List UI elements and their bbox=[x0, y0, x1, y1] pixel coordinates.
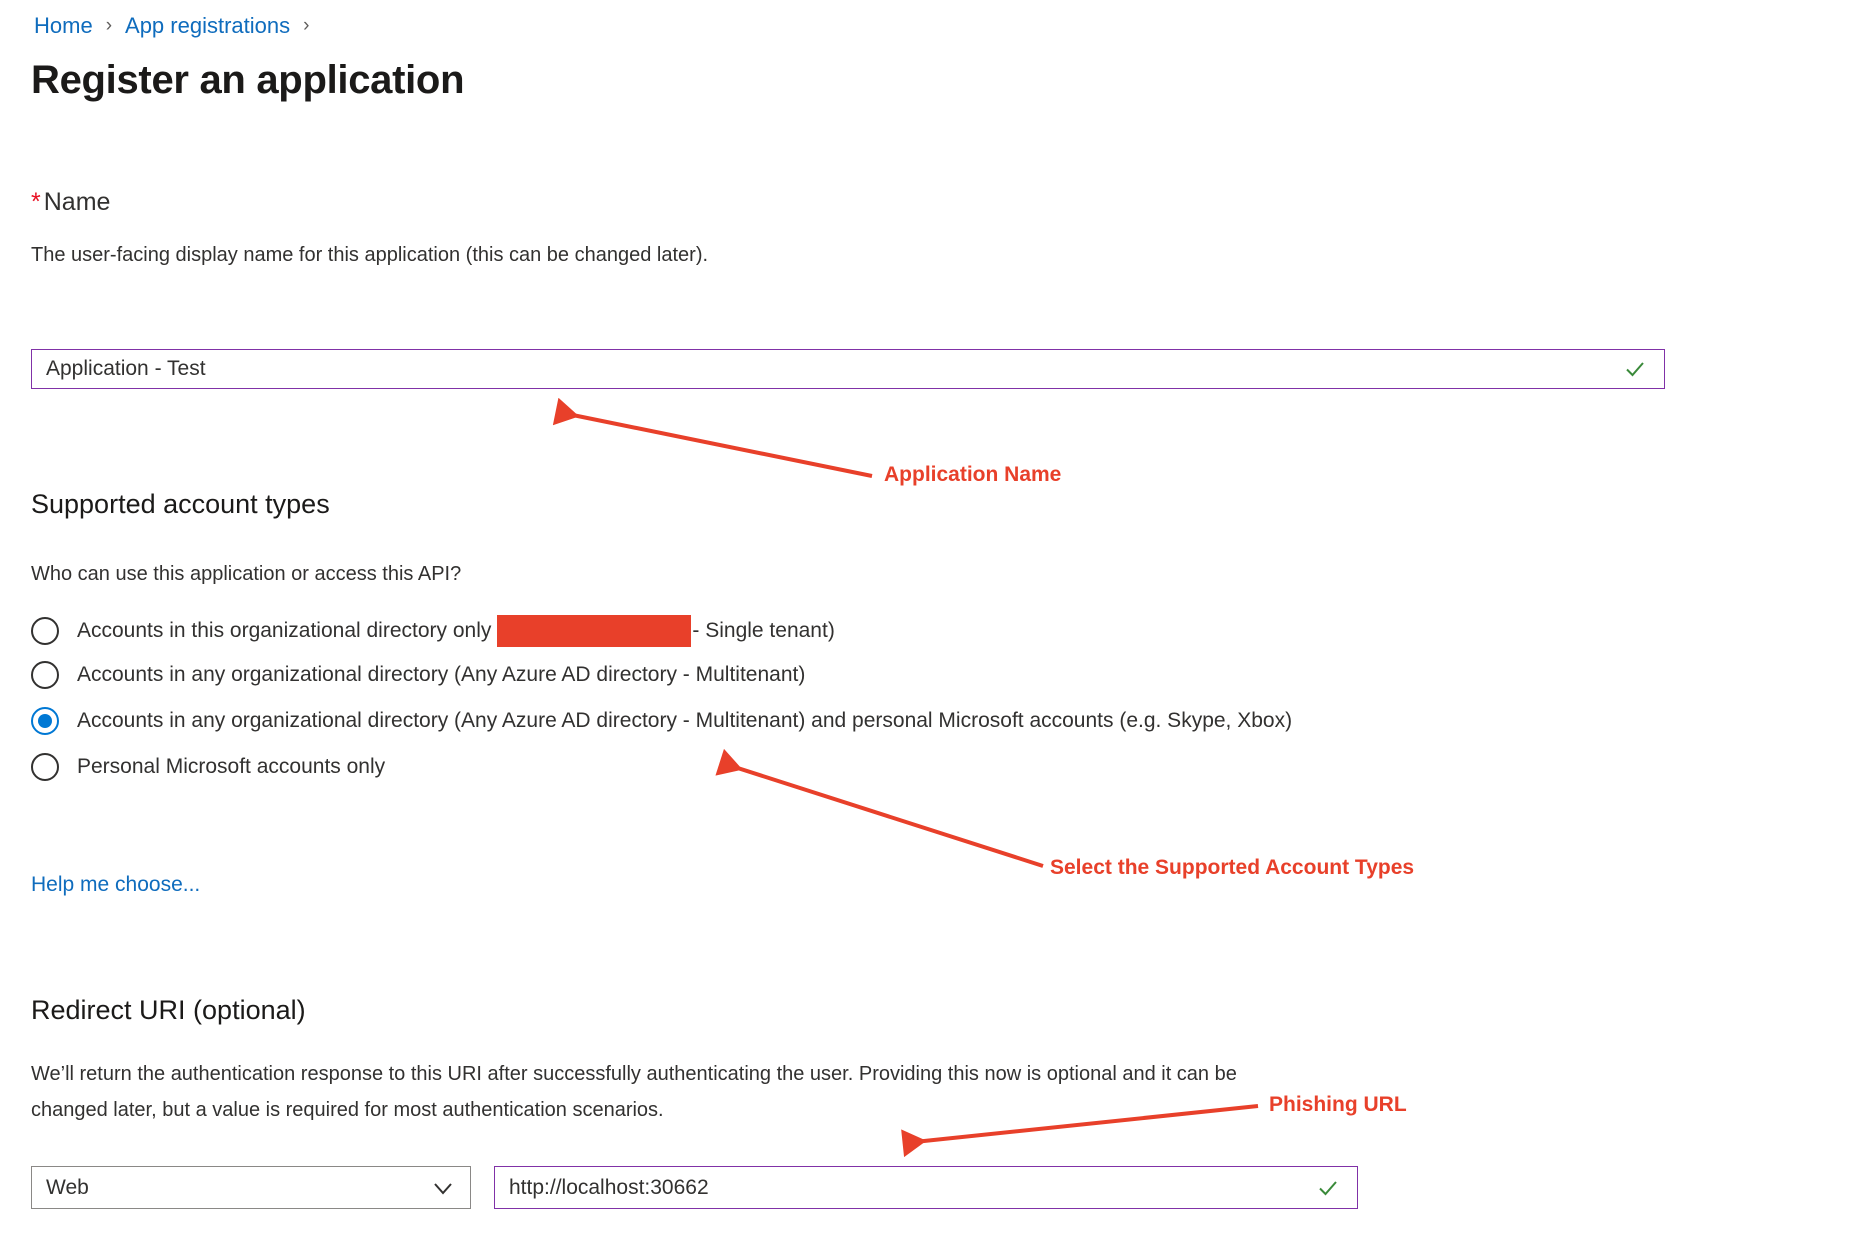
redaction-box bbox=[497, 615, 692, 647]
redirect-platform-select[interactable]: Web bbox=[31, 1166, 471, 1209]
chevron-down-icon[interactable] bbox=[430, 1175, 456, 1201]
supported-account-types-heading: Supported account types bbox=[31, 489, 330, 519]
breadcrumb-item-home[interactable]: Home bbox=[34, 13, 93, 38]
annotation-phishing-url: Phishing URL bbox=[1269, 1093, 1407, 1116]
check-icon bbox=[1315, 1175, 1341, 1201]
radio-mark-multitenant[interactable] bbox=[31, 661, 59, 689]
redirect-uri-heading: Redirect URI (optional) bbox=[31, 995, 306, 1025]
radio-option-multitenant[interactable]: Accounts in any organizational directory… bbox=[31, 661, 805, 689]
redirect-uri-description-line2: changed later, but a value is required f… bbox=[31, 1099, 664, 1121]
account-types-question: Who can use this application or access t… bbox=[31, 563, 462, 585]
redirect-uri-input[interactable]: http://localhost:30662 bbox=[494, 1166, 1358, 1209]
redirect-uri-description-line1: We’ll return the authentication response… bbox=[31, 1063, 1237, 1085]
breadcrumb-separator-icon: › bbox=[105, 15, 113, 36]
check-icon bbox=[1622, 356, 1648, 382]
name-field-label: *Name bbox=[31, 187, 110, 217]
help-me-choose-link[interactable]: Help me choose... bbox=[31, 873, 201, 896]
name-field-description: The user-facing display name for this ap… bbox=[31, 244, 709, 266]
breadcrumb-separator-icon-2: › bbox=[303, 15, 310, 36]
radio-option-personal-only[interactable]: Personal Microsoft accounts only bbox=[31, 753, 385, 781]
radio-label-multitenant: Accounts in any organizational directory… bbox=[77, 663, 806, 686]
radio-mark-multitenant-personal[interactable] bbox=[31, 707, 59, 735]
radio-option-single-tenant[interactable]: Accounts in this organizational director… bbox=[31, 615, 835, 647]
annotation-application-name: Application Name bbox=[884, 463, 1062, 486]
name-label-text: Name bbox=[43, 188, 111, 216]
annotation-supported-account-types: Select the Supported Account Types bbox=[1050, 856, 1415, 879]
radio-label-single-tenant-after: - Single tenant) bbox=[692, 619, 835, 642]
name-input[interactable]: Application - Test bbox=[31, 349, 1665, 389]
page-title: Register an application bbox=[31, 58, 465, 102]
redirect-uri-value: http://localhost:30662 bbox=[509, 1175, 709, 1199]
radio-mark-personal-only[interactable] bbox=[31, 753, 59, 781]
breadcrumb-item-app-registrations[interactable]: App registrations bbox=[125, 13, 291, 38]
radio-label-single-tenant-before: Accounts in this organizational director… bbox=[77, 619, 492, 642]
radio-label-multitenant-personal: Accounts in any organizational directory… bbox=[77, 709, 1293, 732]
redirect-platform-value: Web bbox=[46, 1175, 89, 1199]
radio-mark-single-tenant[interactable] bbox=[31, 617, 59, 645]
radio-label-single-tenant: Accounts in this organizational director… bbox=[77, 615, 835, 647]
name-input-value: Application - Test bbox=[46, 357, 206, 380]
radio-option-multitenant-personal[interactable]: Accounts in any organizational directory… bbox=[31, 707, 1292, 735]
radio-label-personal-only: Personal Microsoft accounts only bbox=[77, 755, 386, 778]
breadcrumb: Home › App registrations › bbox=[34, 12, 322, 40]
required-indicator: * bbox=[31, 188, 41, 216]
